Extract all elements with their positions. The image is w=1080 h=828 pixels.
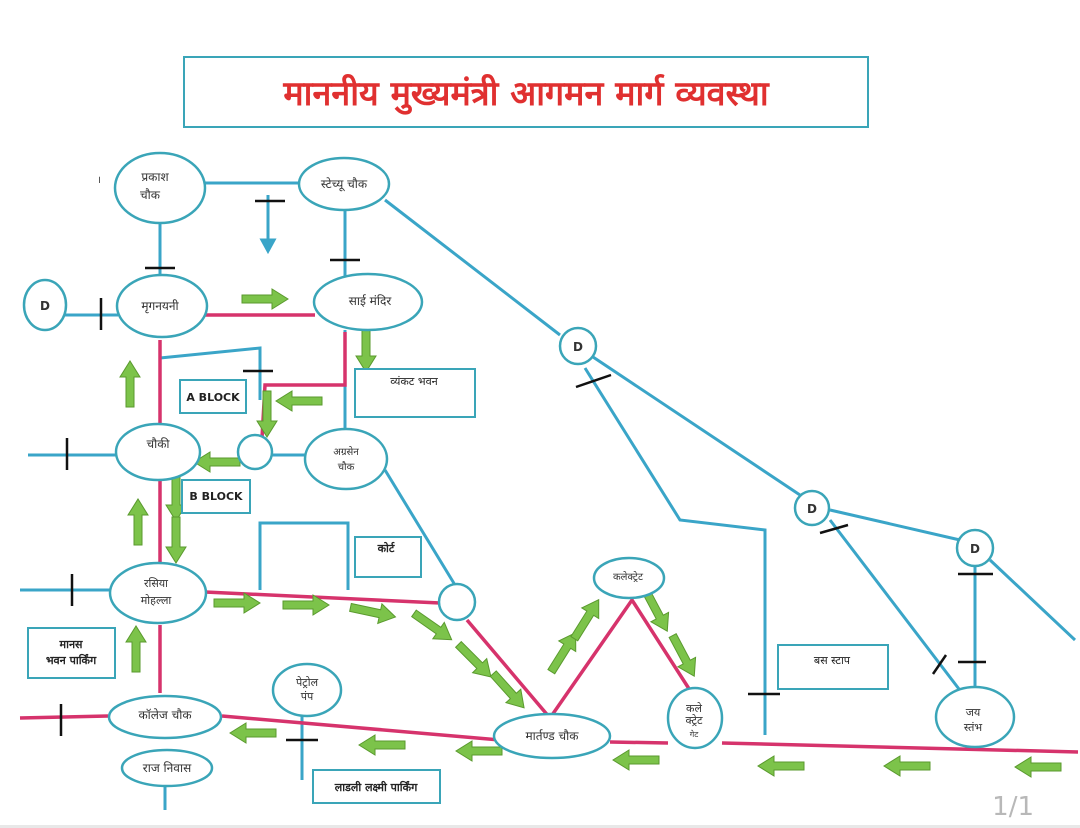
arrow-icon bbox=[1014, 756, 1062, 778]
arrow-icon bbox=[358, 734, 406, 756]
label-boxes bbox=[27, 368, 889, 804]
prakash-label-1: प्रकाश bbox=[141, 170, 169, 184]
manas-bhavan-parking-box bbox=[27, 627, 116, 679]
d-label-1: D bbox=[573, 340, 583, 354]
ladli-label: लाडली लक्ष्मी पार्किंग bbox=[334, 780, 418, 794]
martand-chauk-node bbox=[492, 712, 612, 760]
collectorate-node bbox=[592, 556, 666, 600]
arrow-icon bbox=[455, 740, 503, 762]
d-label-west: D bbox=[40, 299, 50, 313]
page-counter: 1/1 bbox=[992, 792, 1034, 822]
mriganayani-node bbox=[115, 273, 209, 339]
gate-label-1: कले bbox=[686, 702, 702, 715]
arrow-icon bbox=[119, 360, 141, 408]
rasiya-label-2: मोहल्ला bbox=[141, 594, 172, 607]
martand-label: मार्तण्ड चौक bbox=[525, 729, 579, 743]
arrow-icon bbox=[355, 325, 377, 373]
court-box bbox=[354, 536, 422, 578]
chauki-node bbox=[114, 422, 202, 482]
arrow-icon bbox=[125, 625, 147, 673]
mriganayani-label: मृगनयनी bbox=[141, 299, 179, 314]
agrasen-label-1: अग्रसेन bbox=[333, 446, 359, 458]
arrow-icon bbox=[612, 749, 660, 771]
sai-mandir-label: साई मंदिर bbox=[349, 294, 393, 308]
stray-mark: । bbox=[97, 175, 101, 186]
jai-stambh-node bbox=[934, 685, 1016, 749]
agrasen-chauk-node bbox=[303, 427, 389, 491]
jai-stambh-label-1: जय bbox=[966, 706, 981, 719]
b-block-box bbox=[181, 479, 251, 514]
gate-label-2: क्ट्रेट bbox=[685, 714, 703, 727]
rasiya-label-1: रसिया bbox=[144, 577, 168, 590]
b-block-label: B BLOCK bbox=[189, 490, 243, 503]
barriers bbox=[59, 199, 993, 742]
prakash-chauk-node bbox=[113, 151, 207, 225]
gate-label-3: गेट bbox=[690, 729, 700, 739]
chauki-label: चौकी bbox=[146, 437, 170, 451]
raj-niwas-node bbox=[120, 748, 214, 788]
jai-stambh-label-2: स्तंभ bbox=[964, 721, 983, 734]
arrow-icon bbox=[757, 755, 805, 777]
stechu-label: स्टेच्यू चौक bbox=[321, 177, 368, 192]
arrow-icon bbox=[565, 593, 608, 645]
arrow-icon bbox=[883, 755, 931, 777]
vyankat-bhavan-box bbox=[354, 368, 476, 418]
d-marker-2 bbox=[793, 489, 831, 527]
raj-niwas-label: राज निवास bbox=[143, 761, 192, 775]
agrasen-label-2: चौक bbox=[338, 461, 355, 473]
manas-label-2: भवन पार्किंग bbox=[46, 653, 97, 667]
college-chauk-node bbox=[107, 694, 223, 740]
d-label-3: D bbox=[970, 542, 980, 556]
arrow-icon bbox=[165, 516, 187, 564]
arrow-icon bbox=[127, 498, 149, 546]
sai-mandir-node bbox=[312, 272, 424, 332]
arrow-icon bbox=[275, 390, 323, 412]
court-label: कोर्ट bbox=[377, 541, 396, 555]
petrol-label-2: पंप bbox=[301, 690, 314, 703]
d-marker-1 bbox=[558, 326, 598, 366]
a-block-label: A BLOCK bbox=[186, 391, 240, 404]
ladli-laxmi-parking-box bbox=[312, 769, 441, 804]
page-title: माननीय मुख्यमंत्री आगमन मार्ग व्यवस्था bbox=[283, 74, 769, 114]
d-marker-west bbox=[22, 278, 68, 332]
junction-circle bbox=[236, 433, 274, 471]
d-label-2: D bbox=[807, 502, 817, 516]
collectorate-label: कलेक्ट्रेट bbox=[613, 571, 644, 583]
college-label: कॉलेज चौक bbox=[138, 708, 192, 722]
stechu-chauk-node bbox=[297, 156, 391, 212]
bus-stop-box bbox=[777, 644, 889, 690]
junction-nodes bbox=[22, 151, 1016, 788]
a-block-box bbox=[179, 379, 247, 414]
bus-stop-label: बस स्टाप bbox=[814, 654, 851, 667]
footer-divider bbox=[0, 825, 1080, 828]
petrol-pump-node bbox=[271, 662, 343, 718]
arrow-icon bbox=[241, 288, 289, 310]
collectorate-gate-node bbox=[666, 686, 724, 750]
rasiya-mohalla-node bbox=[108, 561, 208, 625]
junction-circle-2 bbox=[437, 582, 477, 622]
d-marker-3 bbox=[955, 528, 995, 568]
vyankat-label: व्यंकट भवन bbox=[390, 375, 438, 388]
manas-label-1: मानस bbox=[59, 638, 84, 651]
arrow-icon bbox=[229, 722, 277, 744]
title-box: माननीय मुख्यमंत्री आगमन मार्ग व्यवस्था bbox=[183, 56, 869, 128]
prakash-label-2: चौक bbox=[140, 188, 161, 202]
petrol-label-1: पेट्रोल bbox=[296, 676, 319, 689]
